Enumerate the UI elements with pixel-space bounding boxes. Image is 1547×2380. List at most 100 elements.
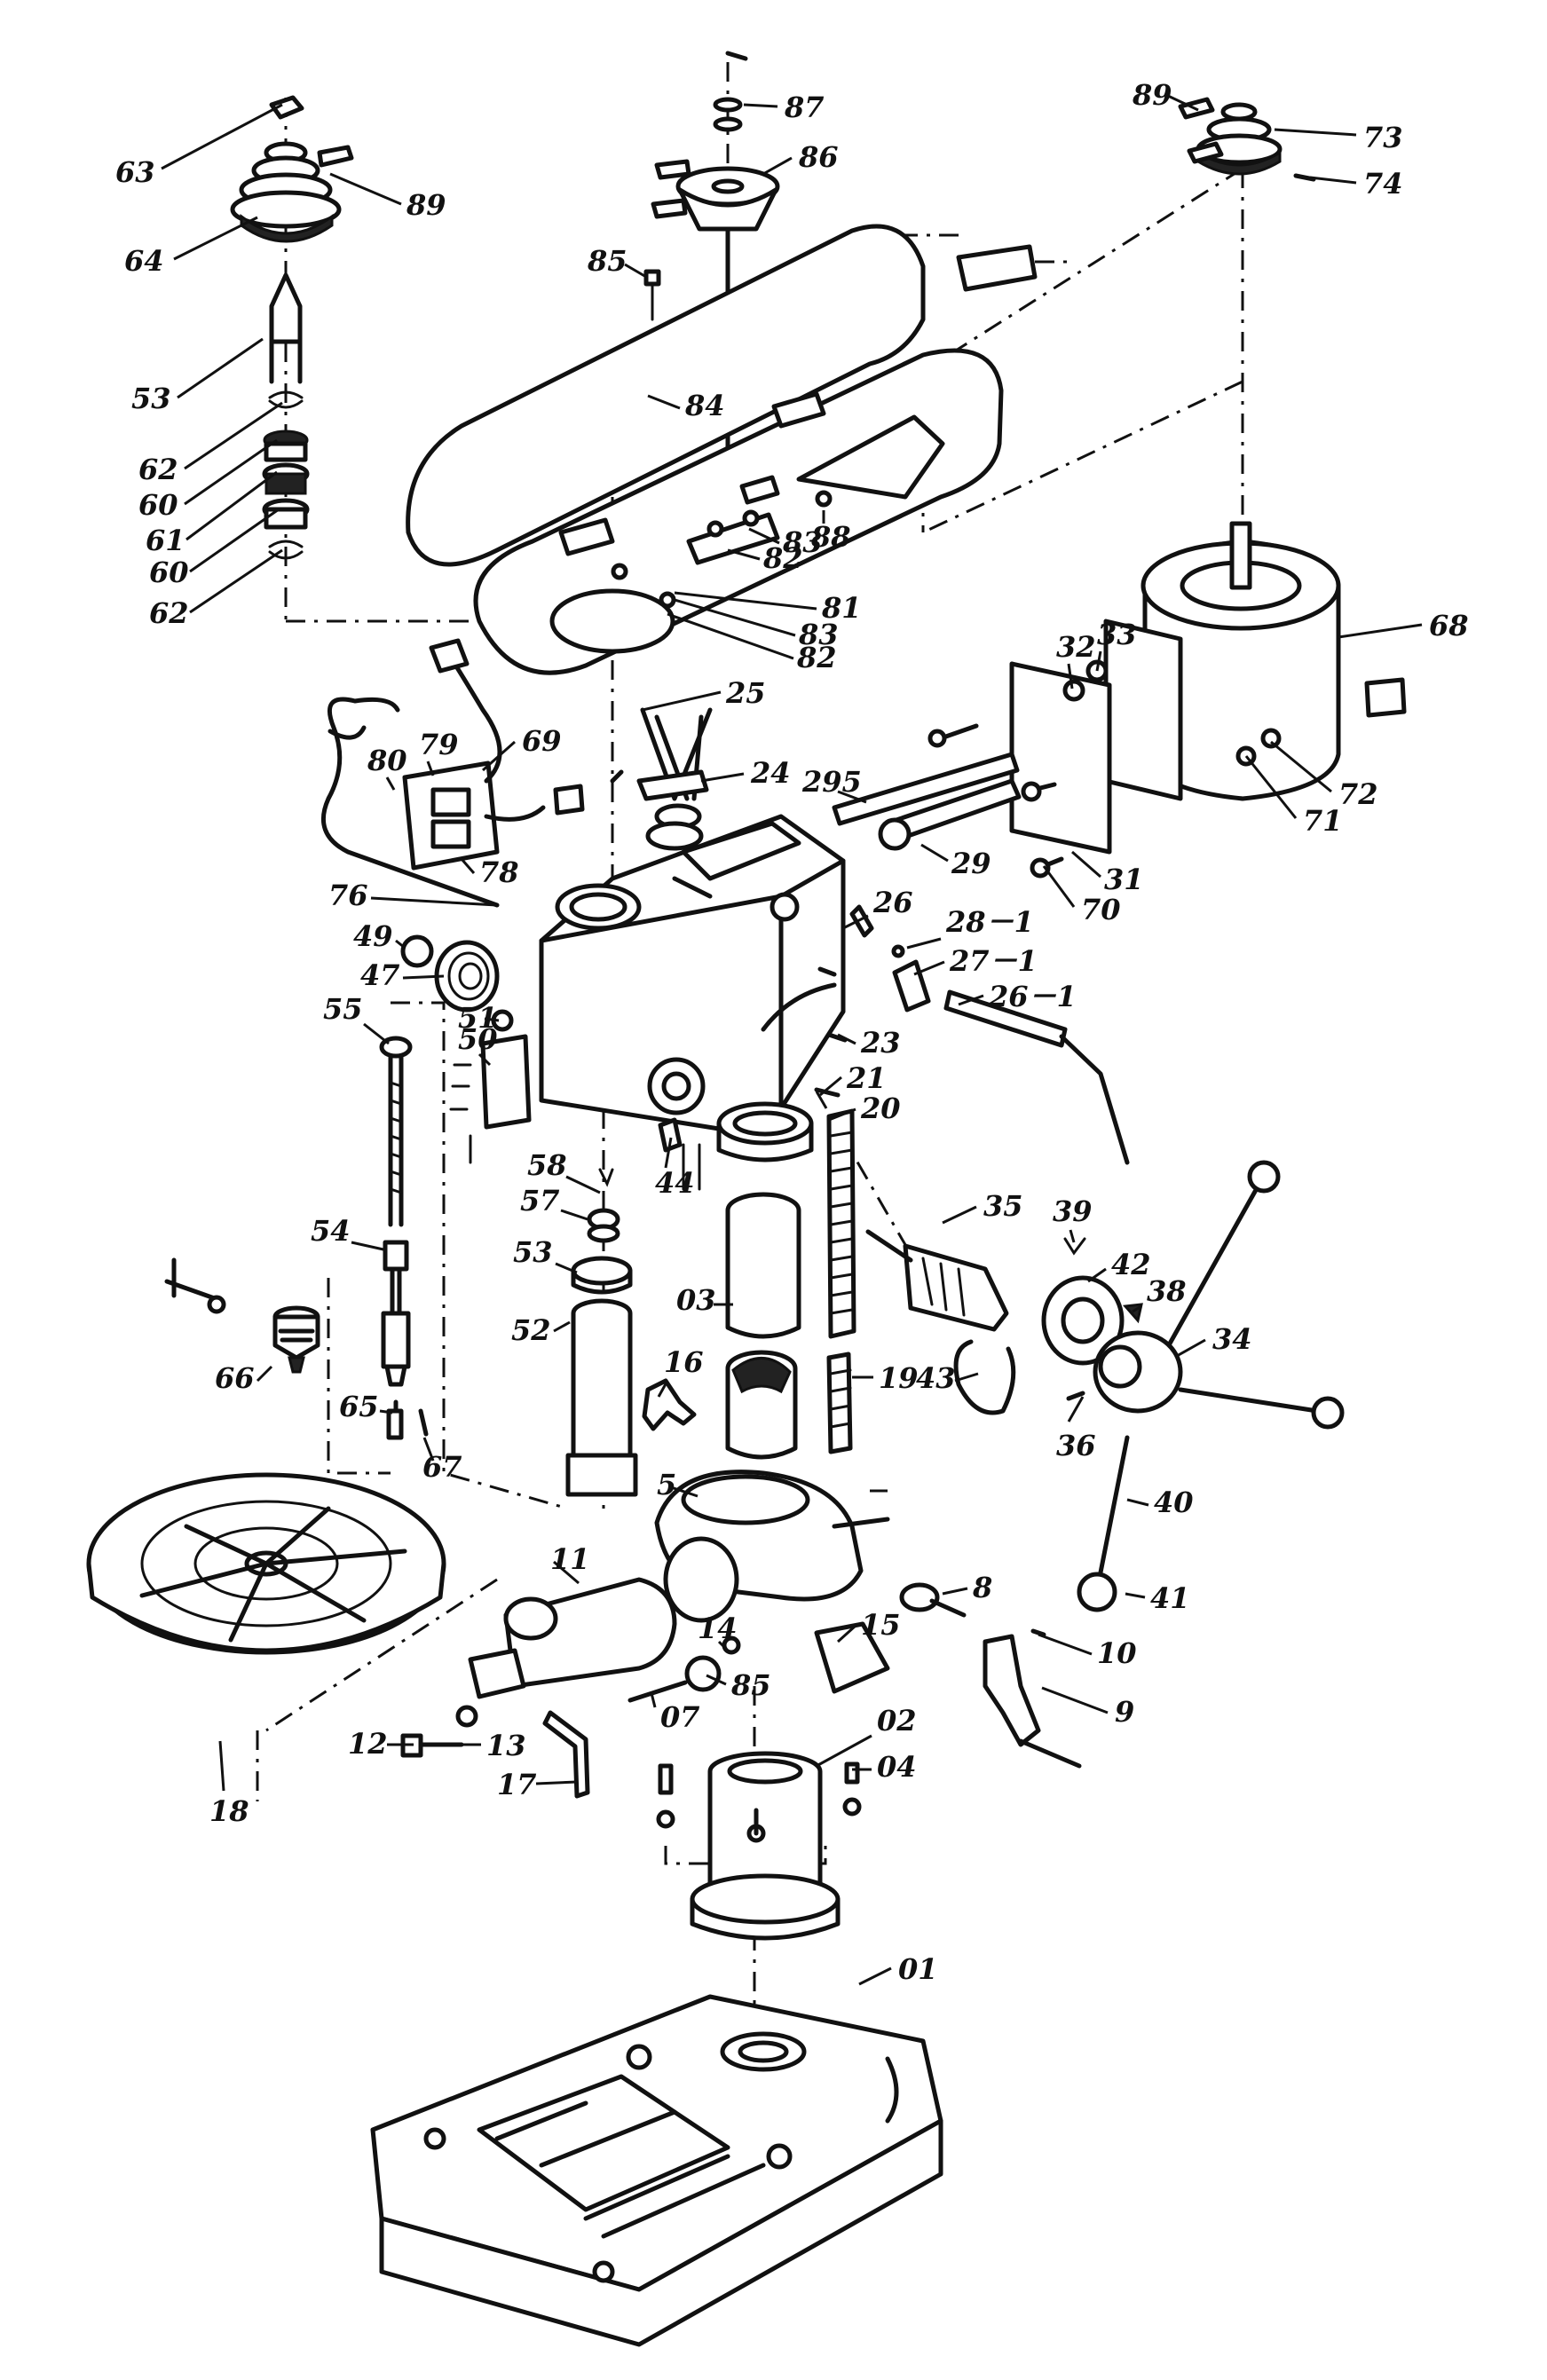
leader-line-p41 — [1125, 1592, 1146, 1599]
leader-line-p87 — [743, 103, 778, 108]
part-label-p79: 79 — [419, 728, 459, 761]
leader-line-p64 — [173, 216, 258, 261]
part-label-p52: 52 — [511, 1313, 551, 1347]
leader-line-p10 — [1038, 1633, 1093, 1656]
part-label-p81: 81 — [821, 591, 862, 625]
part-label-p21: 21 — [846, 1061, 887, 1095]
part-label-p54: 54 — [311, 1214, 351, 1248]
part-label-p80: 80 — [367, 744, 407, 777]
part-label-p03: 03 — [676, 1283, 716, 1317]
leader-line-p85 — [624, 263, 647, 279]
part-label-p61: 61 — [146, 524, 185, 557]
leader-line-p271 — [913, 960, 945, 976]
leader-line-p11 — [553, 1560, 580, 1585]
part-label-p89b: 89 — [1132, 78, 1172, 112]
leader-line-p83a — [748, 527, 780, 545]
part-label-p83a: 83 — [782, 525, 823, 559]
leader-line-p52 — [553, 1320, 571, 1333]
part-label-p82b: 82 — [796, 641, 837, 674]
part-label-p70: 70 — [1081, 893, 1121, 926]
leader-line-p24 — [700, 772, 745, 783]
leader-line-p20 — [828, 1107, 856, 1122]
leader-line-p5 — [670, 1486, 699, 1498]
part-label-p11: 11 — [550, 1542, 590, 1576]
leader-line-p80 — [385, 776, 396, 791]
leader-line-p17 — [535, 1780, 578, 1785]
leader-line-p43 — [954, 1372, 979, 1383]
part-label-p62a: 62 — [138, 453, 178, 486]
part-label-p36: 36 — [1056, 1429, 1096, 1462]
leader-line-p21 — [819, 1076, 842, 1097]
part-label-p86: 86 — [798, 140, 839, 174]
leader-line-p15 — [836, 1624, 857, 1643]
leader-line-p82a — [727, 548, 761, 561]
part-label-p271: 27－1 — [949, 944, 1038, 978]
leader-line-p18 — [218, 1740, 225, 1792]
leader-line-p23 — [837, 1033, 856, 1045]
leader-line-p25 — [642, 690, 722, 712]
leader-line-p65 — [379, 1409, 393, 1415]
leader-line-p67 — [422, 1437, 435, 1462]
leader-line-p62a — [184, 401, 283, 470]
part-label-p9: 9 — [1115, 1695, 1134, 1729]
part-label-p261: 26－1 — [988, 980, 1077, 1013]
leader-line-p79 — [426, 760, 435, 776]
part-label-p85: 85 — [587, 244, 627, 278]
part-label-p12: 12 — [348, 1727, 388, 1761]
leader-line-p50 — [478, 1052, 492, 1067]
leader-line-p69 — [482, 740, 516, 772]
leader-line-p62b — [189, 548, 283, 614]
leader-line-p68 — [1338, 623, 1423, 639]
part-label-p41: 41 — [1150, 1581, 1190, 1615]
part-label-p281: 28－1 — [945, 905, 1034, 939]
part-label-p53b: 53 — [513, 1235, 553, 1269]
part-label-p34: 34 — [1212, 1322, 1252, 1356]
spring-housing — [400, 934, 532, 1164]
part-label-p295: 295 — [801, 765, 862, 799]
part-label-p72: 72 — [1338, 777, 1378, 811]
part-label-p85b: 85 — [730, 1668, 771, 1702]
leader-line-p42 — [1087, 1267, 1107, 1283]
part-label-p24: 24 — [750, 756, 791, 790]
part-label-p40: 40 — [1154, 1486, 1194, 1519]
leader-line-p71 — [1244, 755, 1298, 819]
leader-line-p32 — [1067, 663, 1074, 690]
leader-line-p9 — [1041, 1686, 1109, 1714]
part-label-p73: 73 — [1363, 121, 1403, 154]
part-label-p88: 88 — [810, 520, 851, 554]
part-label-p58: 58 — [527, 1148, 567, 1182]
part-label-p42: 42 — [1111, 1248, 1151, 1281]
part-label-p18: 18 — [209, 1794, 249, 1828]
leader-line-p44 — [664, 1137, 673, 1169]
leader-line-p82b — [667, 612, 794, 660]
leader-line-p55 — [363, 1022, 390, 1045]
part-label-p62b: 62 — [149, 596, 189, 630]
part-label-p07: 07 — [660, 1700, 700, 1734]
part-label-p89a: 89 — [406, 188, 446, 222]
part-label-p32: 32 — [1056, 630, 1096, 664]
base — [370, 1994, 943, 2347]
part-label-p74: 74 — [1363, 167, 1403, 201]
part-label-p44: 44 — [655, 1166, 695, 1200]
leader-line-p07 — [650, 1692, 657, 1708]
part-label-p29: 29 — [951, 847, 991, 880]
part-label-p39: 39 — [1053, 1194, 1093, 1228]
leader-line-p66 — [256, 1365, 273, 1383]
part-label-p63: 63 — [115, 155, 155, 189]
leader-line-p70 — [1042, 865, 1076, 908]
leader-line-p85b — [706, 1674, 727, 1686]
part-label-p23: 23 — [860, 1026, 901, 1060]
leader-line-p72 — [1270, 740, 1332, 793]
leader-line-p83b — [674, 598, 796, 637]
part-label-p47: 47 — [360, 958, 400, 992]
part-label-p82a: 82 — [762, 541, 803, 575]
leader-line-p63 — [161, 103, 283, 170]
idler-pulley-assembly — [643, 51, 780, 482]
part-label-p16: 16 — [664, 1345, 704, 1379]
leader-line-p54 — [351, 1241, 384, 1251]
leader-line-p29 — [920, 843, 949, 863]
part-label-p01: 01 — [898, 1952, 938, 1986]
chuck-assembly — [164, 1257, 320, 1374]
part-label-p51: 51 — [458, 1001, 498, 1035]
